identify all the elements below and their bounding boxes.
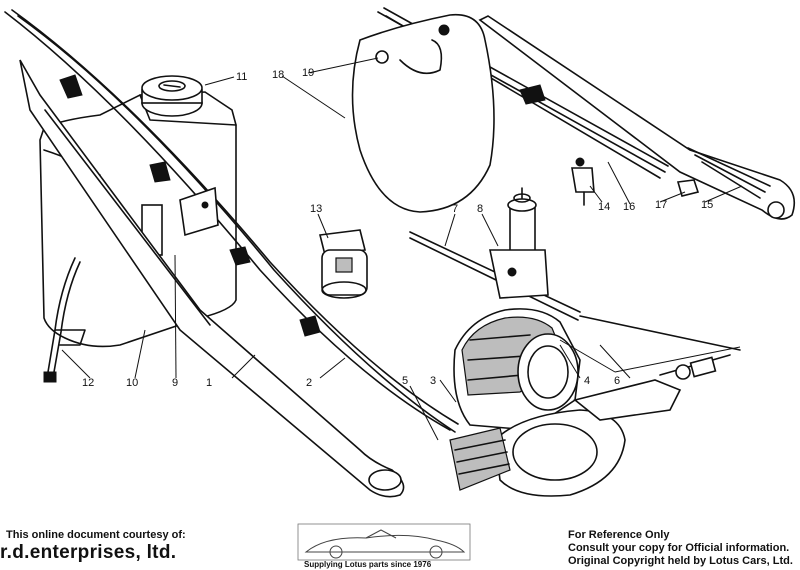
wheelbox bbox=[489, 187, 549, 299]
callout-7: 7 bbox=[452, 203, 458, 215]
callout-4: 4 bbox=[584, 375, 590, 387]
callout-11: 11 bbox=[236, 71, 247, 83]
wiper-motor bbox=[449, 308, 682, 497]
footer: This online document courtesy of: r.d.en… bbox=[0, 520, 800, 570]
reservoir-bracket bbox=[43, 257, 86, 383]
wiper-arm-1 bbox=[19, 59, 405, 498]
company-name[interactable]: r.d.enterprises, ltd. bbox=[0, 542, 177, 563]
callout-2: 2 bbox=[306, 377, 312, 389]
wiper-arm-15 bbox=[478, 15, 796, 220]
callout-19: 19 bbox=[302, 67, 314, 79]
callout-6: 6 bbox=[614, 375, 620, 387]
callout-1: 1 bbox=[206, 377, 212, 389]
callout-5: 5 bbox=[402, 375, 408, 387]
washer-pump bbox=[319, 229, 368, 299]
callout-8: 8 bbox=[477, 203, 483, 215]
callout-12: 12 bbox=[82, 377, 94, 389]
callout-3: 3 bbox=[430, 375, 436, 387]
notice-line-2: Consult your copy for Official informati… bbox=[568, 542, 790, 554]
callout-9: 9 bbox=[172, 377, 178, 389]
pump-bracket bbox=[179, 186, 219, 237]
drive-cable-tube bbox=[409, 231, 741, 380]
callout-17: 17 bbox=[655, 199, 667, 211]
reservoir-cap bbox=[141, 75, 203, 117]
callout-16: 16 bbox=[623, 201, 635, 213]
callout-10: 10 bbox=[126, 377, 138, 389]
callout-13: 13 bbox=[310, 203, 322, 215]
arm-cap bbox=[676, 179, 700, 197]
reference-notice: For Reference Only Consult your copy for… bbox=[568, 529, 793, 568]
callout-numbers: 1 2 3 4 5 6 7 8 9 10 11 12 13 14 15 16 1… bbox=[82, 67, 713, 389]
callout-18: 18 bbox=[272, 69, 284, 81]
courtesy-text: This online document courtesy of: bbox=[6, 529, 186, 541]
notice-line-1: For Reference Only bbox=[568, 529, 670, 541]
washer-jet bbox=[571, 157, 595, 206]
race-car-logo bbox=[297, 523, 471, 561]
logo-caption: Supplying Lotus parts since 1976 bbox=[304, 560, 432, 569]
callout-14: 14 bbox=[598, 201, 610, 213]
exploded-parts-diagram: 1 2 3 4 5 6 7 8 9 10 11 12 13 14 15 16 1… bbox=[4, 7, 796, 498]
notice-line-3: Original Copyright held by Lotus Cars, L… bbox=[568, 555, 793, 567]
leader-lines bbox=[61, 57, 743, 441]
callout-15: 15 bbox=[701, 199, 713, 211]
shield-panel bbox=[351, 13, 495, 213]
wiper-blade-2 bbox=[4, 9, 459, 433]
